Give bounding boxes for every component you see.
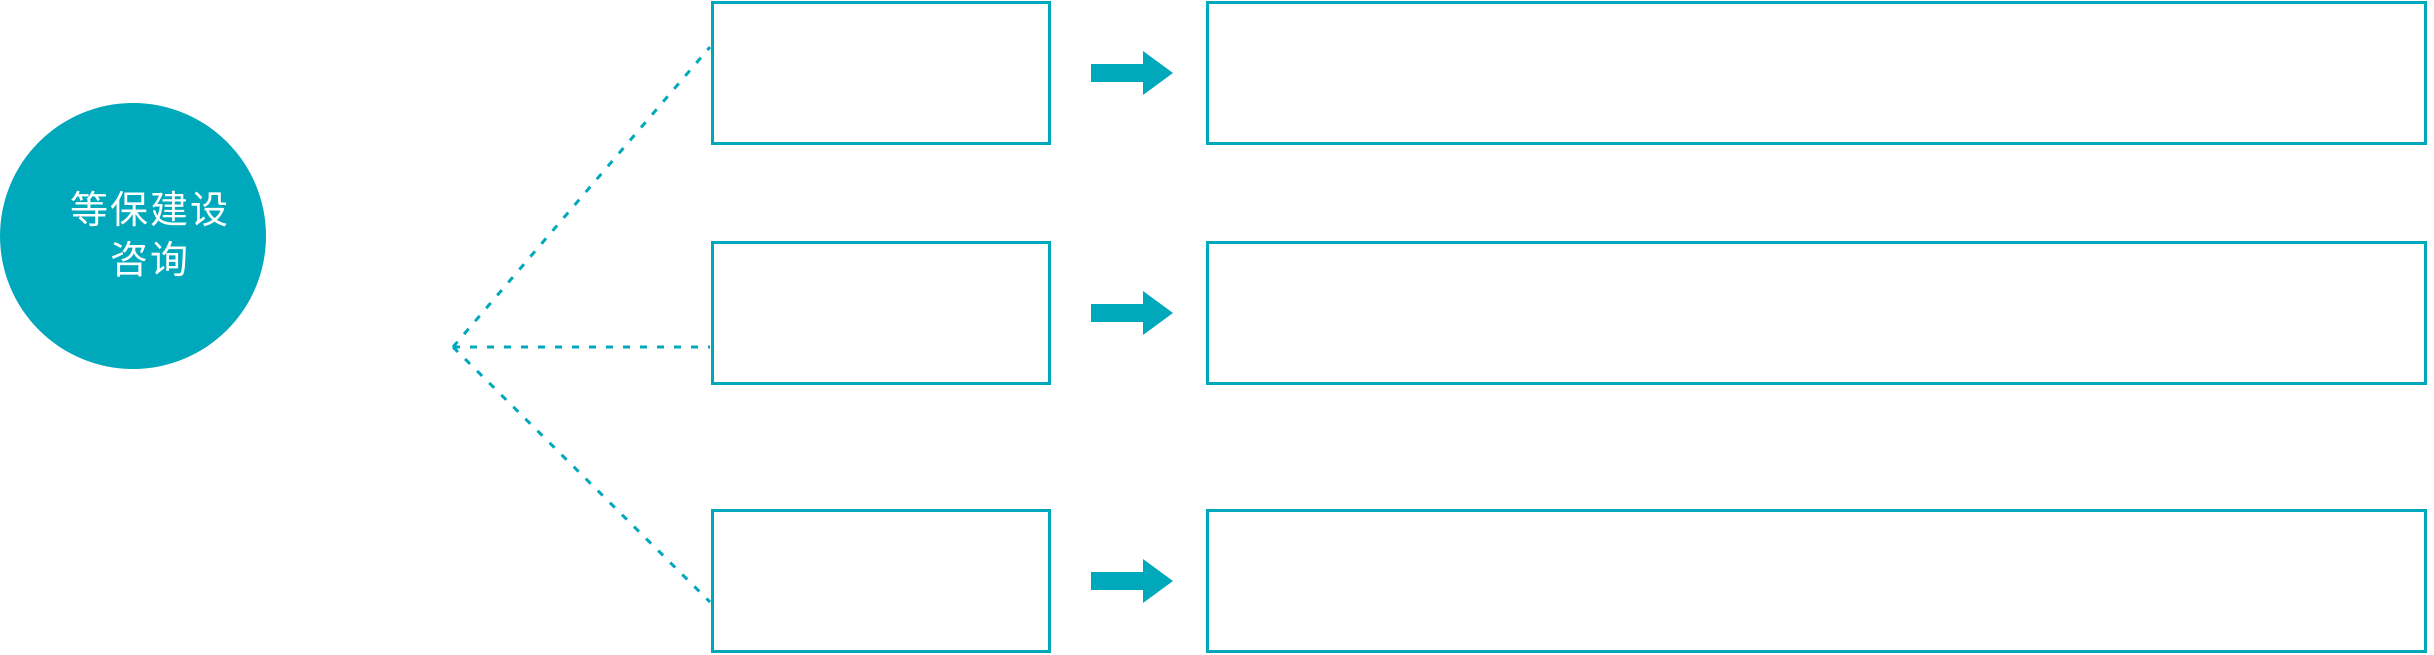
arrow-right-icon bbox=[1091, 291, 1173, 335]
stage-box-3[interactable] bbox=[711, 509, 1051, 653]
hub-label: 等保建设 咨询 bbox=[69, 189, 230, 282]
arrow-right-icon bbox=[1091, 559, 1173, 603]
detail-box-2[interactable] bbox=[1206, 241, 2427, 385]
stage-box-1[interactable] bbox=[711, 1, 1051, 145]
diagram-row bbox=[0, 1, 2434, 145]
detail-box-1[interactable] bbox=[1206, 1, 2427, 145]
detail-box-3[interactable] bbox=[1206, 509, 2427, 653]
diagram-row bbox=[0, 509, 2434, 653]
arrow-right-icon bbox=[1091, 51, 1173, 95]
hub-circle[interactable]: 等保建设 咨询 bbox=[0, 103, 266, 369]
stage-box-2[interactable] bbox=[711, 241, 1051, 385]
diagram-row bbox=[0, 241, 2434, 385]
